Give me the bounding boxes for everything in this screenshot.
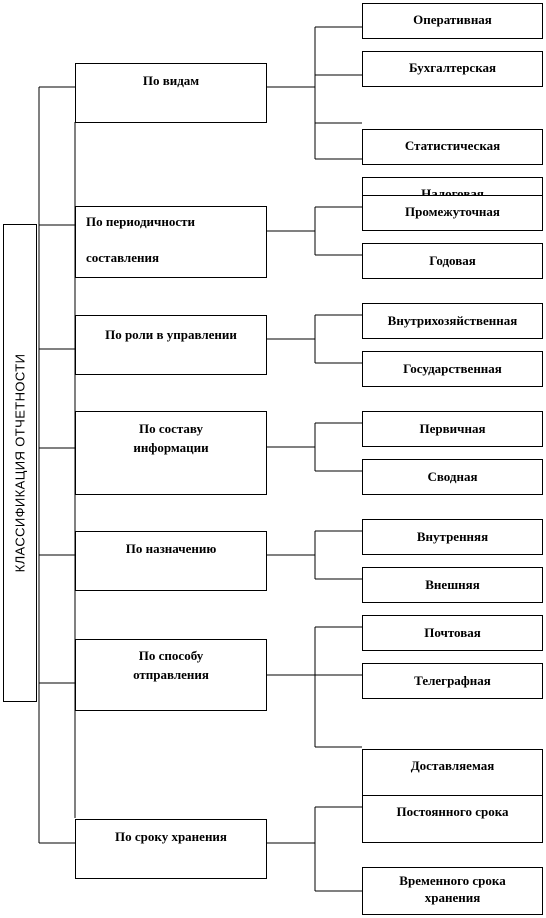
leaf-label: Внутрихозяйственная: [387, 313, 518, 328]
leaf-label: Внутренняя: [416, 529, 489, 544]
leaf-label: Годовая: [429, 253, 476, 268]
leaf-interim: Промежуточная: [362, 195, 543, 231]
leaf-label: Доставляемая: [410, 758, 495, 773]
leaf-label: Постоянного срока: [396, 804, 509, 819]
leaf-courier: Доставляемая: [362, 749, 543, 797]
category-label: По видам: [142, 73, 200, 88]
category-label: По роли в управлении: [105, 327, 237, 342]
category-by-management-role: По роли в управлении: [75, 315, 267, 375]
leaf-label: Государственная: [403, 361, 502, 376]
root-label: КЛАССИФИКАЦИЯ ОТЧЕТНОСТИ: [12, 353, 28, 573]
category-label-line1: По составу: [138, 421, 204, 436]
leaf-permanent-storage: Постоянного срока: [362, 795, 543, 843]
category-label: По назначению: [125, 541, 217, 556]
leaf-label: Телеграфная: [414, 673, 491, 688]
category-label-line2: отправления: [133, 667, 209, 682]
category-label-line2: информации: [133, 440, 209, 455]
leaf-annual: Годовая: [362, 243, 543, 279]
leaf-accounting: Бухгалтерская: [362, 51, 543, 87]
category-by-delivery-method: По способу отправления: [75, 639, 267, 711]
category-by-periodicity: По периодичности составления: [75, 206, 267, 278]
leaf-label: Почтовая: [424, 625, 481, 640]
leaf-primary: Первичная: [362, 411, 543, 447]
leaf-telegraph: Телеграфная: [362, 663, 543, 699]
leaf-internal: Внутренняя: [362, 519, 543, 555]
leaf-operational: Оперативная: [362, 3, 543, 39]
leaf-postal: Почтовая: [362, 615, 543, 651]
leaf-internal-economic: Внутрихозяйственная: [362, 303, 543, 339]
leaf-label: Внешняя: [425, 577, 480, 592]
category-by-type: По видам: [75, 63, 267, 123]
leaf-label: Бухгалтерская: [408, 60, 497, 75]
category-by-storage-period: По сроку хранения: [75, 819, 267, 879]
leaf-consolidated: Сводная: [362, 459, 543, 495]
leaf-statistical: Статистическая: [362, 129, 543, 165]
leaf-label: Первичная: [419, 421, 486, 436]
leaf-label: Статистическая: [404, 138, 501, 153]
leaf-label: Оперативная: [413, 12, 492, 27]
category-label-line1: По способу: [138, 648, 204, 663]
category-label-line1: По периодичности: [86, 214, 196, 229]
leaf-label: Сводная: [427, 469, 478, 484]
leaf-label: Временного срока хранения: [399, 873, 506, 905]
category-label: По сроку хранения: [115, 829, 227, 844]
category-label-line2: составления: [86, 250, 160, 265]
leaf-external: Внешняя: [362, 567, 543, 603]
leaf-label: Промежуточная: [405, 204, 500, 219]
root-box: КЛАССИФИКАЦИЯ ОТЧЕТНОСТИ: [3, 224, 37, 702]
leaf-state: Государственная: [362, 351, 543, 387]
leaf-temporary-storage: Временного срока хранения: [362, 867, 543, 915]
category-by-purpose: По назначению: [75, 531, 267, 591]
category-by-information-composition: По составу информации: [75, 411, 267, 495]
